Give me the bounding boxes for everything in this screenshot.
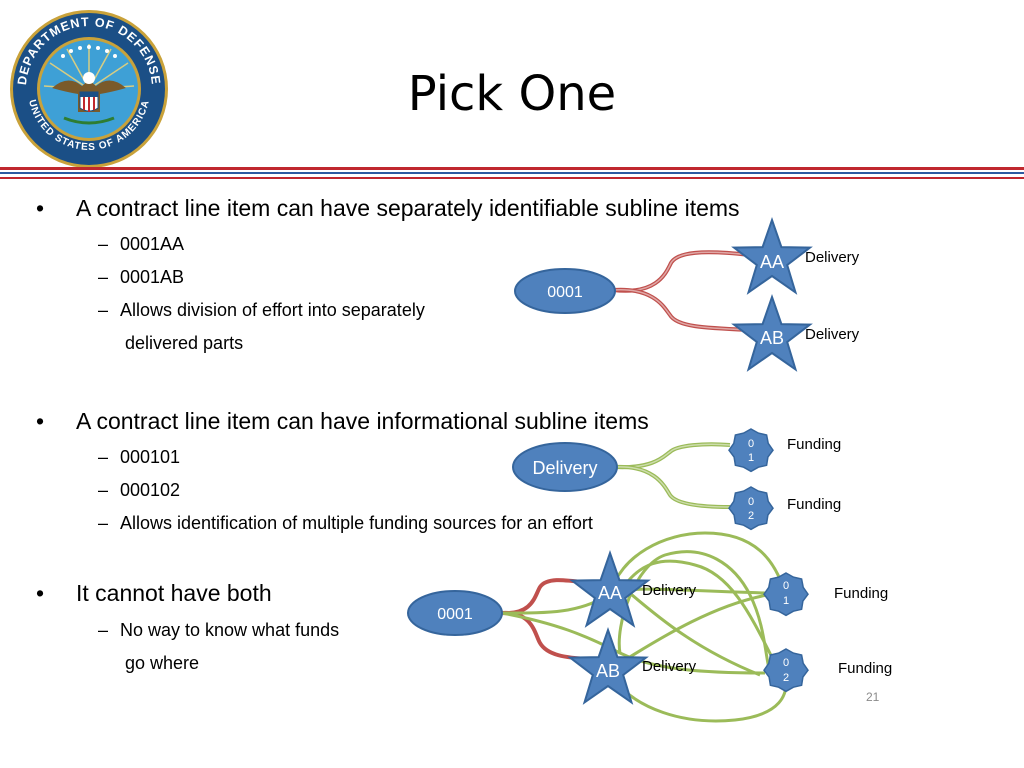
- bullet-dot: •: [36, 580, 45, 606]
- node-0001: [514, 268, 616, 314]
- funding-node-02-top: 0: [748, 496, 754, 508]
- red-link: [612, 287, 751, 332]
- sub-item-continuation: delivered parts: [125, 333, 244, 353]
- sub-item-text: Allows identification of multiple fundin…: [120, 513, 593, 533]
- bullet-1-text: A contract line item can have separately…: [76, 195, 740, 221]
- sub-item-text: 000101: [120, 447, 181, 467]
- slide-title: Pick One: [407, 66, 617, 122]
- diagram-both-conflict: 0001 AA AB Delivery Delivery 0 1 0 2 Fun…: [407, 531, 892, 723]
- funding-node-01-top: 0: [783, 580, 789, 592]
- star-ab-icon: [567, 626, 649, 705]
- red-link: [612, 250, 751, 293]
- node-0001: [407, 590, 503, 636]
- star-ab-icon: [731, 293, 813, 372]
- delivery-label: Delivery: [642, 658, 697, 675]
- sub-item-text: Allows division of effort into separatel…: [120, 300, 425, 320]
- star-aa-label: AA: [598, 583, 622, 603]
- title-rule-blue: [0, 172, 1024, 174]
- diagram-subline-delivery: 0001 AA AB Delivery Delivery: [514, 216, 860, 372]
- bullet-dot: •: [36, 195, 45, 221]
- funding-node-01-icon: [728, 428, 774, 473]
- star-ab-label: AB: [760, 328, 784, 348]
- eagle-icon: [52, 72, 126, 125]
- delivery-label: Delivery: [805, 326, 860, 343]
- funding-node-01-bottom: 1: [783, 595, 789, 607]
- funding-node-01-top: 0: [748, 438, 754, 450]
- star-ab-label: AB: [596, 661, 620, 681]
- star-aa-icon: [731, 216, 813, 295]
- bullet-3-text: It cannot have both: [76, 580, 272, 606]
- funding-node-02-icon: [728, 486, 774, 531]
- green-tangle: [501, 531, 788, 723]
- sub-item-text: 0001AB: [120, 267, 185, 287]
- node-0001-label: 0001: [437, 606, 473, 623]
- delivery-label: Delivery: [642, 582, 697, 599]
- funding-node-02-bottom: 2: [748, 510, 754, 522]
- title-rule-red-2: [0, 177, 1024, 179]
- funding-node-01-icon: [763, 572, 809, 617]
- node-0001-label: 0001: [547, 284, 583, 301]
- dod-seal: DEPARTMENT OF DEFENSE UNITED STATES OF A…: [10, 10, 168, 168]
- funding-label: Funding: [787, 496, 841, 513]
- bullet-dot: •: [36, 408, 45, 434]
- funding-node-02-top: 0: [783, 657, 789, 669]
- bullet-2-text: A contract line item can have informatio…: [76, 408, 649, 434]
- funding-node-02-icon: [763, 648, 809, 693]
- stars-arc-icon: [61, 45, 117, 58]
- red-link: [501, 610, 591, 661]
- sub-item-text: 000102: [120, 480, 181, 500]
- star-aa-label: AA: [760, 252, 784, 272]
- title-rule-red: [0, 167, 1024, 170]
- node-delivery-label: Delivery: [532, 458, 597, 478]
- delivery-label: Delivery: [805, 249, 860, 266]
- green-link: [614, 442, 731, 470]
- funding-node-02-bottom: 2: [783, 672, 789, 684]
- page-number: 21: [866, 690, 880, 704]
- funding-label: Funding: [787, 436, 841, 453]
- green-link: [614, 464, 731, 509]
- sub-item-text: 0001AA: [120, 234, 185, 254]
- star-aa-icon: [569, 549, 651, 628]
- sub-item-continuation: go where: [125, 653, 200, 673]
- funding-label: Funding: [834, 585, 888, 602]
- diagram-subline-funding: Delivery 0 1 0 2 Funding Funding: [512, 428, 841, 531]
- red-link: [501, 578, 591, 616]
- sub-item-text: No way to know what funds: [120, 620, 340, 640]
- funding-label: Funding: [838, 660, 892, 677]
- node-delivery: [512, 442, 618, 492]
- funding-node-01-bottom: 1: [748, 452, 754, 464]
